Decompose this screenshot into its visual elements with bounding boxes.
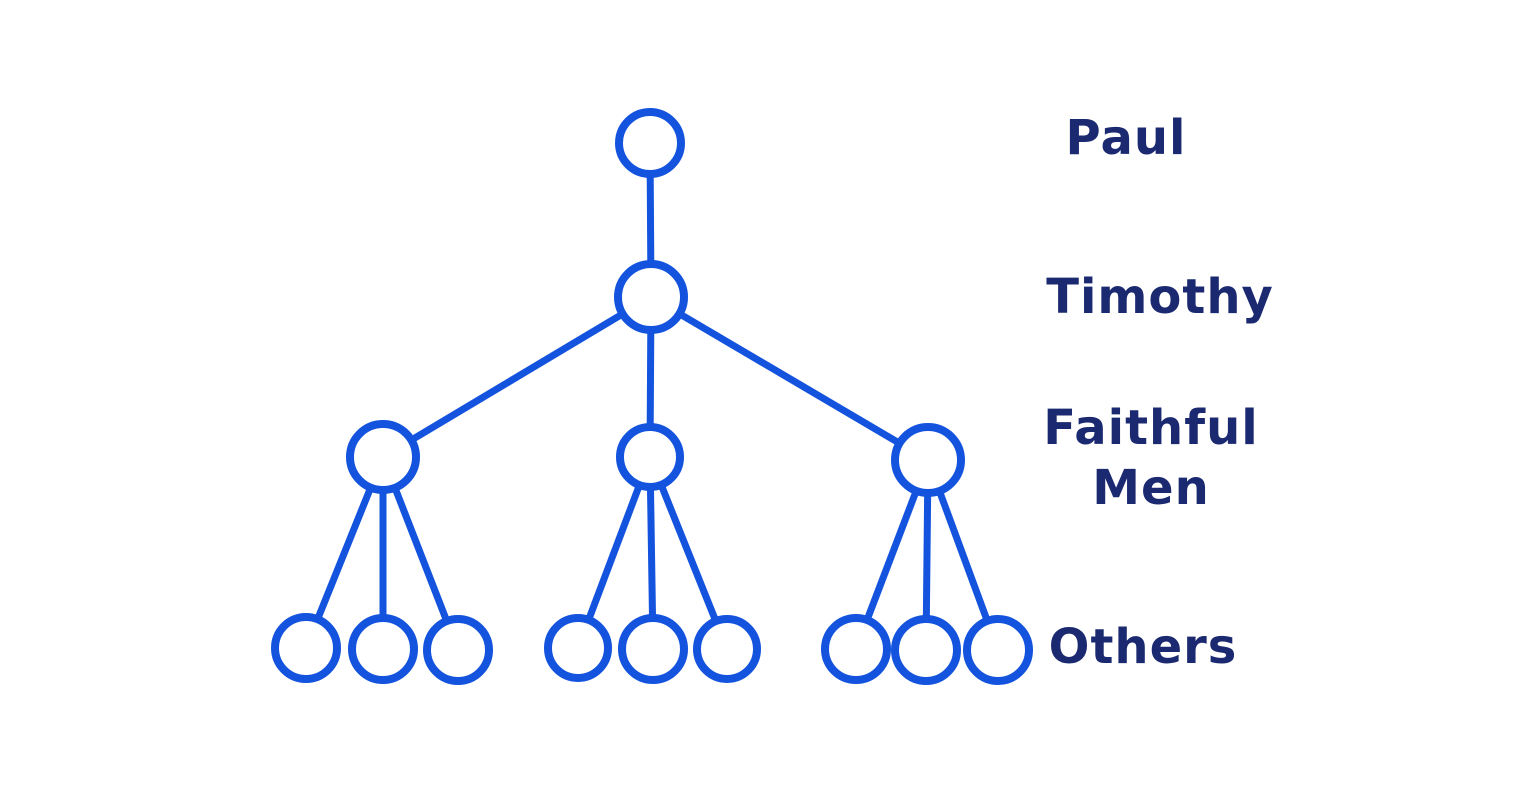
tree-node-fm3 [891,423,965,497]
tree-node-o5 [618,614,688,684]
label-others: Others [1048,619,1238,675]
label-paul: Paul [1065,110,1187,166]
label-timothy: Timothy [1046,269,1274,325]
tree-node-o3 [423,615,493,685]
tree-node-o6 [693,615,761,683]
tree-node-paul [615,108,685,178]
tree-edge-timothy-fm3 [649,293,930,464]
tree-node-o8 [891,615,961,685]
tree-node-fm2 [616,423,684,491]
tree-edge-fm2-o4 [574,455,654,650]
tree-node-o4 [544,614,612,682]
label-faithful-men: Faithful Men [1043,398,1258,518]
label-faithful-men-line2: Men [1092,460,1210,516]
label-faithful-men-line1: Faithful [1043,400,1259,456]
tree-node-fm1 [346,420,420,494]
tree-node-o1 [271,613,341,683]
tree-node-timothy [614,260,688,334]
tree-node-o9 [963,615,1033,685]
tree-node-o2 [348,614,418,684]
tree-edge-fm2-o6 [646,455,731,651]
tree-edge-timothy-fm1 [381,293,653,461]
tree-node-o7 [821,614,891,684]
